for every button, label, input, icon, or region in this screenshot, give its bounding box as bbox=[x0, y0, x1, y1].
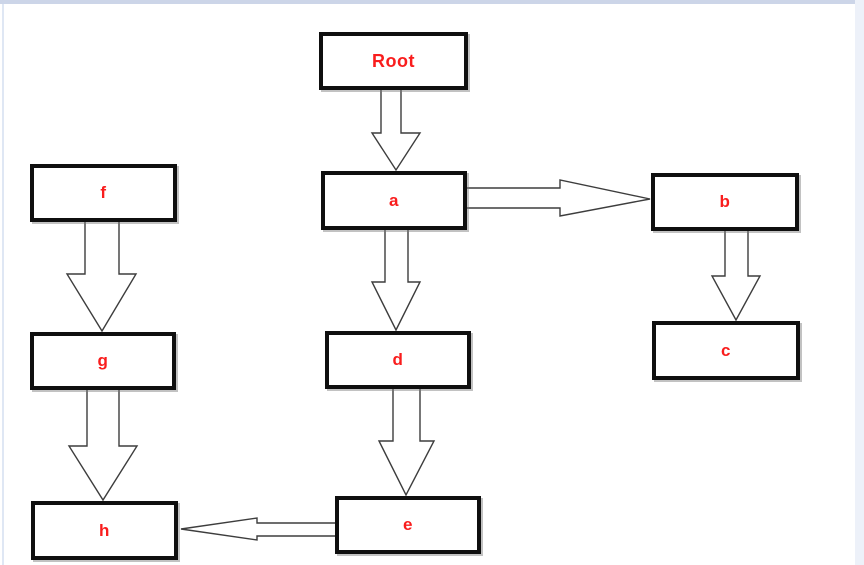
frame-left-line bbox=[2, 4, 4, 565]
node-e: e bbox=[335, 496, 481, 554]
arrow-a-to-b-icon bbox=[464, 179, 651, 217]
arrow-b-to-c-icon bbox=[710, 227, 762, 322]
arrow-a-to-d-icon bbox=[370, 226, 422, 332]
arrow-g-to-h-icon bbox=[67, 387, 139, 502]
arrow-root-to-a-icon bbox=[370, 86, 422, 172]
node-d: d bbox=[325, 331, 471, 389]
node-f: f bbox=[30, 164, 177, 222]
frame-top-bar bbox=[0, 0, 856, 4]
node-e-label: e bbox=[403, 515, 413, 534]
node-a-label: a bbox=[389, 190, 399, 210]
node-h: h bbox=[31, 501, 178, 560]
arrow-e-to-h-icon bbox=[180, 517, 341, 541]
arrow-d-to-e-icon bbox=[377, 386, 436, 497]
node-b-label: b bbox=[719, 192, 731, 211]
node-f-label: f bbox=[100, 183, 107, 202]
node-c: c bbox=[652, 321, 800, 380]
arrow-f-to-g-icon bbox=[65, 218, 138, 333]
node-root: Root bbox=[319, 32, 468, 90]
node-a: a bbox=[321, 171, 467, 230]
node-c-label: c bbox=[721, 340, 731, 360]
node-d-label: d bbox=[392, 350, 404, 369]
node-h-label: h bbox=[99, 520, 110, 540]
node-b: b bbox=[651, 173, 799, 231]
frame-right-strip bbox=[855, 0, 864, 565]
node-g: g bbox=[30, 332, 176, 390]
node-g-label: g bbox=[97, 351, 109, 370]
node-root-label: Root bbox=[372, 50, 415, 71]
